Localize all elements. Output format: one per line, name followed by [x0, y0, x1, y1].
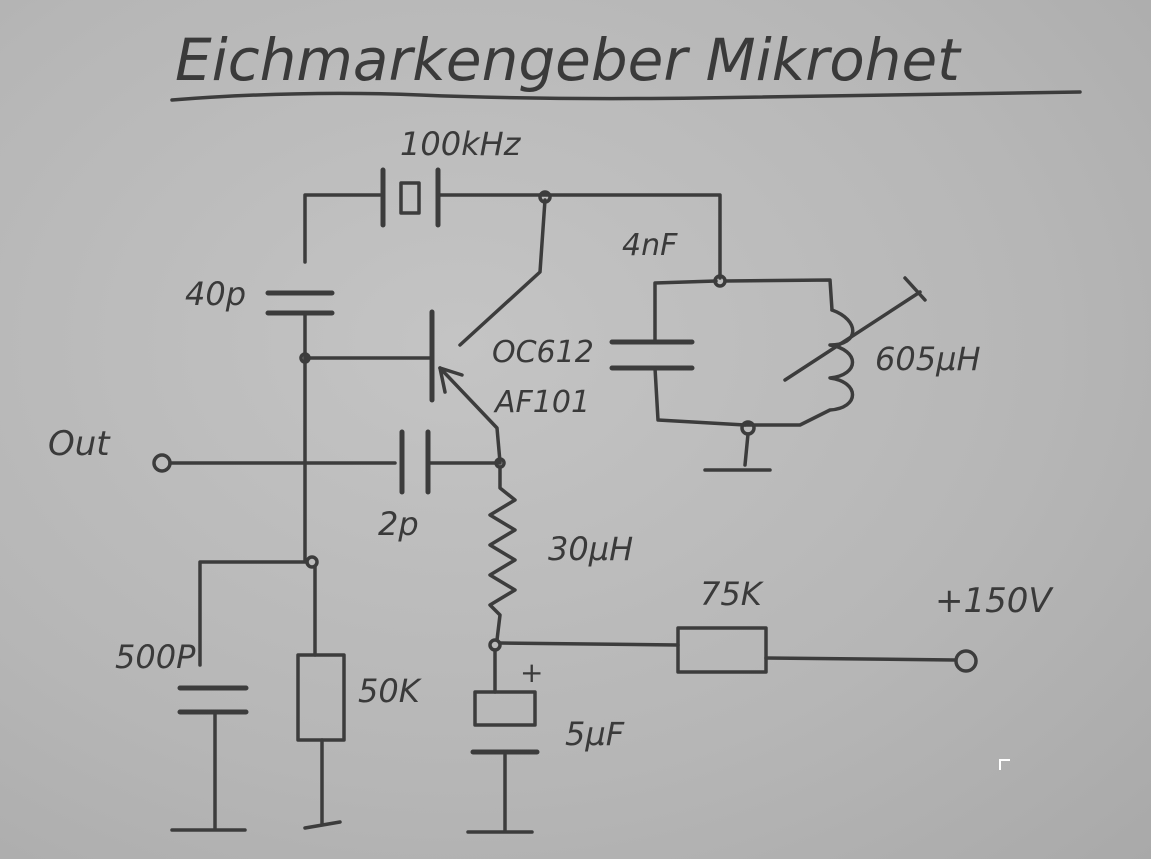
transistor-label-1: OC612: [492, 335, 594, 370]
cap-40p-label: 40p: [185, 275, 246, 313]
crystal-label: 100kHz: [400, 125, 522, 163]
capacitor-500p: [170, 555, 319, 832]
crystal-100khz: [303, 167, 722, 280]
inductor-605uh-label: 605µH: [875, 340, 981, 378]
supply-label: +150V: [935, 581, 1054, 621]
inductor-30uh-label: 30µH: [548, 530, 633, 568]
resistor-75k-label: 75K: [700, 575, 765, 613]
resistor-75k: [488, 626, 957, 674]
cap-500p-label: 500P: [115, 638, 196, 676]
supply-terminal[interactable]: [954, 649, 978, 673]
inductor-30uh: [488, 465, 517, 642]
diagram-title: Eichmarkengeber Mikrohet: [175, 26, 962, 94]
cap-4nf-label: 4nF: [622, 228, 678, 263]
transistor: [303, 309, 502, 464]
capacitor-5uf: [466, 648, 540, 834]
cursor-marker: [999, 759, 1010, 770]
polarity-label: +: [520, 656, 543, 689]
resistor-50k: [296, 565, 346, 830]
tank-circuit: [609, 274, 927, 472]
title-underline: [170, 90, 1082, 102]
capacitor-40p: [265, 290, 335, 562]
resistor-50k-label: 50K: [358, 672, 423, 710]
collector-wire: [458, 198, 547, 347]
cap-5uf-label: 5µF: [565, 715, 625, 753]
output-label[interactable]: Out: [48, 424, 111, 464]
cap-2p-label: 2p: [378, 505, 419, 543]
output-coupling: [152, 429, 506, 495]
transistor-label-2: AF101: [493, 385, 590, 420]
